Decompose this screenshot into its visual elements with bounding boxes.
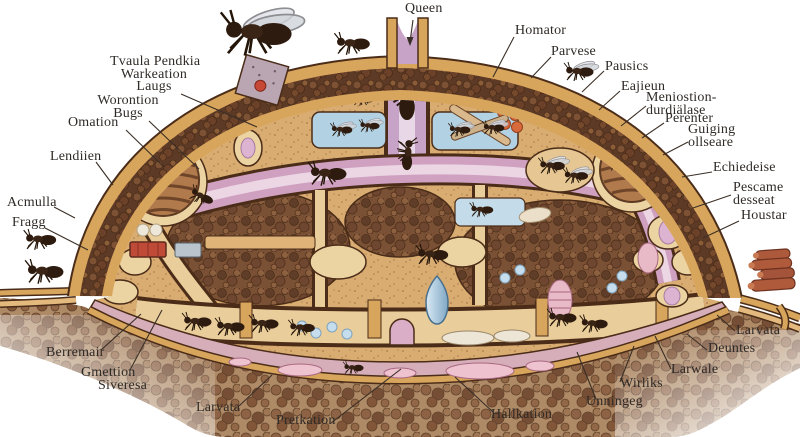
label-hallkation: Hallkation bbox=[491, 407, 553, 422]
label-eajieun: Eajieun bbox=[621, 79, 666, 94]
label-deuntes: Deuntes bbox=[708, 341, 756, 356]
soil bbox=[0, 298, 800, 437]
label-homator: Homator bbox=[515, 23, 567, 38]
label-pretkation: Pretkation bbox=[276, 413, 336, 428]
label-berremair: Berremair bbox=[46, 345, 105, 360]
label-perenter: Perenter bbox=[665, 111, 714, 126]
ground-strip-left bbox=[0, 287, 77, 308]
label-echiedeise: Echiedeise bbox=[713, 160, 776, 175]
ground-strip-right bbox=[737, 294, 800, 333]
pink-band bbox=[86, 299, 730, 385]
water-droplet bbox=[425, 274, 449, 325]
shaft-top bbox=[386, 17, 429, 69]
label-queen: Queen bbox=[405, 1, 443, 16]
label-fragg: Fragg bbox=[12, 215, 46, 230]
label-unningeg: Unningeg bbox=[586, 394, 643, 409]
label-pausics: Pausics bbox=[605, 59, 649, 74]
label-lendiien: Lendiien bbox=[50, 149, 102, 164]
label-meniostion: Meniostion-durdiälase bbox=[646, 90, 717, 118]
label-acmulla: Acmulla bbox=[7, 195, 57, 210]
entrance-block bbox=[234, 53, 290, 107]
label-houstar: Houstar bbox=[741, 208, 787, 223]
label-larvata-bottom-left: Larvata bbox=[196, 400, 241, 415]
pebble-store-center bbox=[344, 186, 456, 258]
label-parvese: Parvese bbox=[551, 44, 596, 59]
label-larwale: Larwale bbox=[671, 362, 719, 377]
label-wirliks: Wirliks bbox=[620, 376, 663, 391]
log-pile bbox=[747, 248, 796, 292]
eggs-white bbox=[136, 223, 163, 237]
label-larvata-right: Larvata bbox=[736, 323, 781, 338]
label-omation: Omation bbox=[68, 115, 119, 130]
leader-lines bbox=[44, 19, 740, 424]
